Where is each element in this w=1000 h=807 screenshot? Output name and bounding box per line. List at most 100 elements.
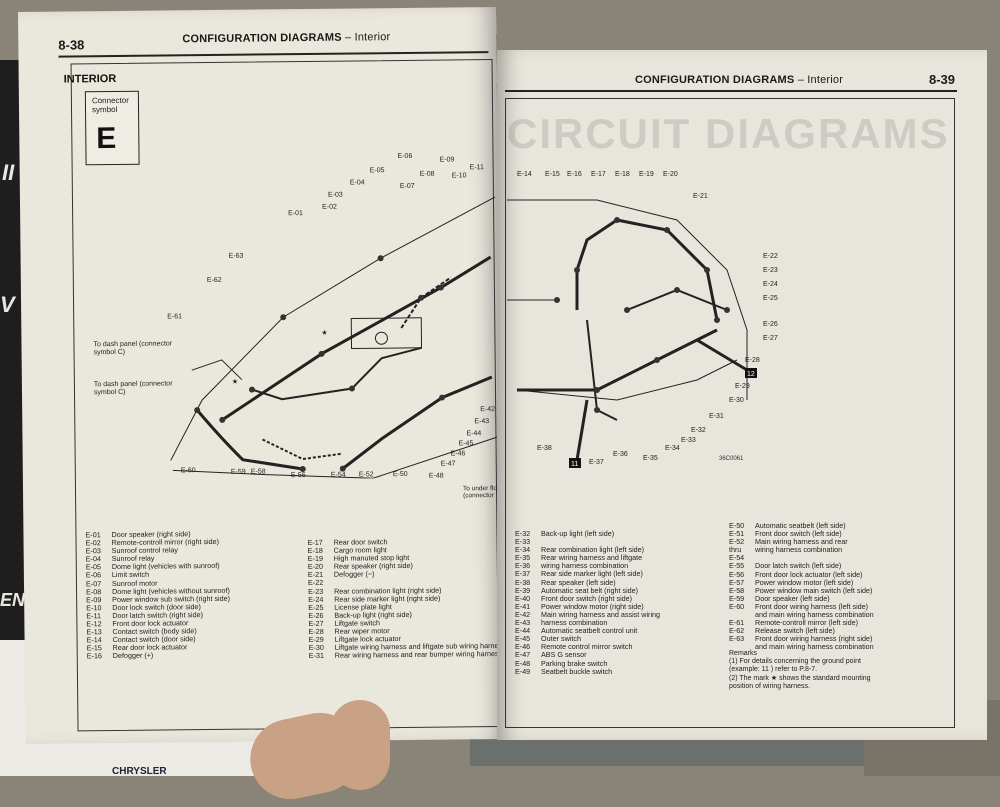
diagram-label: E-17 <box>591 171 606 178</box>
diagram-label: E-63 <box>229 253 244 260</box>
diagram-label: E-29 <box>735 383 750 390</box>
liftgate-harness <box>577 220 717 320</box>
diagram-label: E-42 <box>480 406 495 413</box>
diagram-label: E-05 <box>370 167 385 174</box>
left-header-sub: Interior <box>354 31 390 43</box>
diagram-label: E-23 <box>763 267 778 274</box>
diagram-label: E-14 <box>517 171 532 178</box>
door-harness <box>252 348 423 400</box>
diagram-label: E-07 <box>400 183 415 190</box>
diagram-label: E-54 <box>331 472 346 479</box>
booklet-edge-text-3: EN <box>0 590 25 611</box>
diagram-label: E-22 <box>763 253 778 260</box>
diagram-label: E-04 <box>350 179 365 186</box>
main-harness-upper <box>221 257 493 420</box>
dome-light <box>375 332 387 344</box>
diagram-label: E-25 <box>763 295 778 302</box>
diagram-label: E-62 <box>207 277 222 284</box>
floor-harness <box>342 377 493 469</box>
diagram-label: E-32 <box>691 427 706 434</box>
diagram-label: E-36 <box>613 451 628 458</box>
legend-code: E-49 <box>515 668 541 676</box>
right-header-rule <box>505 90 957 92</box>
rear-harness <box>517 330 717 390</box>
diagram-label: E-15 <box>545 171 560 178</box>
legend-description: Defogger (+) <box>113 651 154 660</box>
legend-code: E-16 <box>87 652 113 660</box>
right-diagram-labels: E-14 E-15 E-16 E-17 E-18 E-19 E-20E-21E-22E-23… <box>517 171 778 466</box>
remarks-block: Remarks (1) For details concerning the g… <box>729 650 879 691</box>
diagram-label: E-28 <box>745 357 760 364</box>
ground-mark-11: 11 <box>571 461 578 468</box>
diagram-label: E-60 <box>181 467 196 474</box>
connector-dots <box>193 255 446 474</box>
diagram-label: E-61 <box>167 313 182 320</box>
dash-panel-note-2: To dash panel (connector symbol C) <box>94 380 194 397</box>
diagram-label: E-08 <box>420 171 435 178</box>
legend-description: Seatbelt buckle switch <box>541 667 612 676</box>
booklet-edge-text-1: II <box>2 160 14 186</box>
diagram-label: E-02 <box>322 204 337 211</box>
diagram-label: E-43 <box>474 418 489 425</box>
section-title: INTERIOR <box>64 73 117 86</box>
ground-lead-11 <box>577 400 587 460</box>
diagram-label: E-21 <box>693 193 708 200</box>
diagram-label: E-20 <box>663 171 678 178</box>
legend-description: Back-up light (left side) <box>541 529 614 538</box>
diagram-label: E-09 <box>440 156 455 163</box>
car-roof-outline <box>168 197 498 460</box>
diagram-label: E-38 <box>537 445 552 452</box>
left-page-number: 8-38 <box>58 37 84 52</box>
diagram-label: E-37 <box>589 459 604 466</box>
left-page-header: CONFIGURATION DIAGRAMS – Interior <box>182 31 390 45</box>
right-page-number: 8-39 <box>929 72 955 87</box>
left-wiring-diagram: ★ ★ E-01E-02E-03E-04E-05E-06E-07E-08E-09… <box>19 137 501 482</box>
remark-1: (1) For details concerning the ground po… <box>729 658 879 674</box>
diagram-label: E-44 <box>466 430 481 437</box>
diagram-label: E-30 <box>729 397 744 404</box>
diagram-label: E-46 <box>451 450 466 457</box>
ghost-title-showthrough: CIRCUIT DIAGRAMS <box>507 110 950 158</box>
right-header-title: CONFIGURATION DIAGRAMS <box>635 74 794 86</box>
diagram-label: E-56 <box>291 472 306 479</box>
diagram-label: E-34 <box>665 445 680 452</box>
diagram-label: E-50 <box>393 471 408 478</box>
connector-symbol-label: Connector symbol <box>92 96 136 114</box>
diagram-label: E-31 <box>709 413 724 420</box>
diagram-label: E-52 <box>359 471 374 478</box>
left-header-rule <box>58 51 488 58</box>
legend-code: E-31 <box>309 652 335 660</box>
diagram-label: E-45 <box>459 440 474 447</box>
diagram-label: E-59 <box>231 469 246 476</box>
star-mark-1: ★ <box>321 329 327 337</box>
diagram-label: E-11 <box>470 164 484 171</box>
ground-mark-12: 12 <box>747 371 755 378</box>
diagram-label: E-01 <box>288 210 303 217</box>
right-page-header: CONFIGURATION DIAGRAMS – Interior <box>635 74 843 86</box>
side-harness <box>587 320 617 420</box>
star-mark-2: ★ <box>232 378 238 386</box>
ground-lead-12 <box>697 340 747 370</box>
brand-text: CHRYSLER <box>112 766 167 777</box>
dash-panel-note-1: To dash panel (connector symbol C) <box>93 340 193 357</box>
remark-2: (2) The mark ★ shows the standard mounti… <box>729 675 879 691</box>
diagram-label: E-33 <box>681 437 696 444</box>
remarks-title: Remarks <box>729 650 879 658</box>
diagram-label: E-16 <box>567 171 582 178</box>
diagram-label: E-35 <box>643 455 658 462</box>
diagram-label: E-19 <box>639 171 654 178</box>
legend-code: E-63 <box>729 635 755 643</box>
figure-id: 36C0061 <box>719 456 743 462</box>
diagram-label: E-18 <box>615 171 630 178</box>
dash-panel-lead <box>192 360 242 381</box>
diagram-label: E-27 <box>763 335 778 342</box>
rear-door-harness <box>262 439 342 460</box>
